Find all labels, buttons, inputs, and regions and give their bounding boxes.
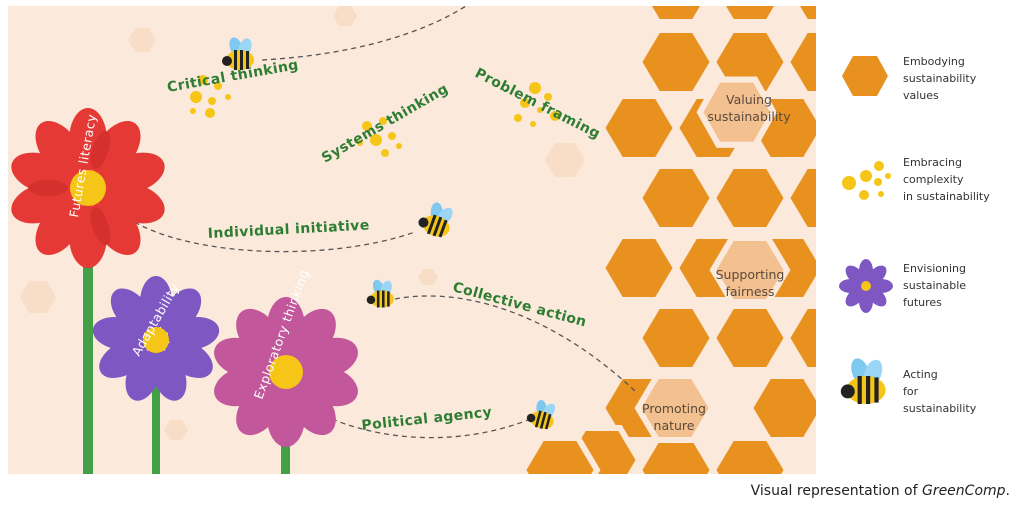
hex-label-promoting-2: nature: [654, 418, 695, 433]
hex-label-valuing-1: Valuing: [726, 92, 772, 107]
hex-label-supporting-2: fairness: [725, 284, 774, 299]
hex-label-valuing-2: sustainability: [707, 109, 791, 124]
pollen-clusters: [190, 75, 560, 157]
legend-bee-line-3: sustainability: [903, 402, 977, 415]
legend-flower-line-1: Envisioning: [903, 262, 966, 275]
legend-pollen-line-2: complexity: [903, 173, 964, 186]
hex-promoting-nature: [634, 373, 716, 443]
honeycomb-icon: [842, 56, 888, 96]
legend-flower-line-3: futures: [903, 296, 942, 309]
legend-flower-line-2: sustainable: [903, 279, 966, 292]
caption-prefix: Visual representation of: [750, 483, 922, 499]
caption-emphasis: GreenComp: [921, 483, 1006, 499]
purple-flower-icon: [839, 259, 893, 313]
legend-bee-line-2: for: [903, 385, 919, 398]
legend-honeycomb-line-3: values: [903, 89, 939, 102]
figure-caption: Visual representation of GreenComp.: [751, 483, 1010, 499]
illustration-canvas: Valuing sustainability Supporting fairne…: [8, 6, 990, 474]
legend-bee-line-1: Acting: [903, 368, 938, 381]
faint-hexagons: [20, 6, 585, 440]
legend-honeycomb-line-2: sustainability: [903, 72, 977, 85]
pink-flower: [214, 297, 358, 447]
bee-icon: [840, 355, 886, 404]
legend: Embodying sustainability values Embracin…: [839, 55, 990, 415]
caption-suffix: .: [1005, 483, 1010, 499]
hex-label-promoting-1: Promoting: [642, 401, 706, 416]
red-flower: [11, 108, 165, 268]
legend-pollen-line-1: Embracing: [903, 156, 962, 169]
honeycomb: Valuing sustainability Supporting fairne…: [523, 6, 816, 474]
legend-honeycomb-line-1: Embodying: [903, 55, 965, 68]
hex-label-supporting-1: Supporting: [716, 267, 785, 282]
pollen-dots-icon: [842, 161, 891, 200]
legend-pollen-line-3: in sustainability: [903, 190, 990, 203]
hex-supporting-fairness: [709, 235, 791, 305]
hex-valuing-sustainability: [696, 76, 777, 148]
purple-flower: [92, 276, 220, 401]
flight-paths: [119, 6, 637, 439]
